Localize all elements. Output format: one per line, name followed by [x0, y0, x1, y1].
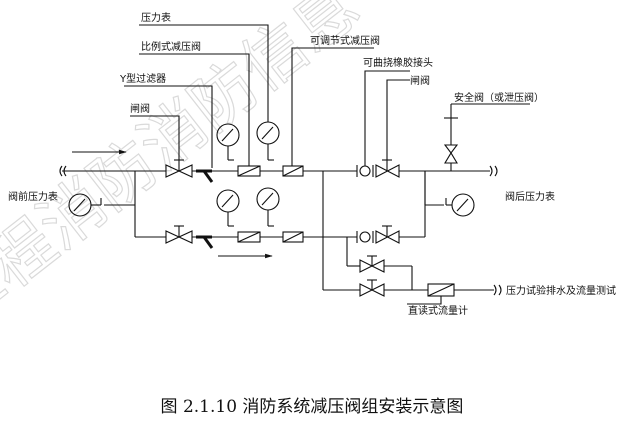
- label-y-strainer: Y型过滤器: [119, 72, 166, 85]
- y-strainer-lower: [196, 235, 214, 249]
- proportional-prv-upper: [237, 165, 261, 177]
- labels: 压力表 比例式减压阀 Y型过滤器 闸阀 可调节式减压阀 可曲挠橡胶接头 闸阀 安…: [8, 11, 616, 317]
- label-test-drain: 压力试验排水及流量测试: [506, 284, 616, 297]
- flowmeter-icon: [427, 283, 455, 297]
- adjustable-prv-upper: [282, 165, 304, 177]
- leader-lines: [124, 24, 530, 305]
- y-strainer-upper: [196, 169, 214, 183]
- label-gauge: 压力表: [141, 11, 171, 24]
- label-adjustable-prv: 可调节式减压阀: [310, 34, 380, 47]
- label-inlet-gauge: 阀前压力表: [8, 190, 58, 203]
- label-flex-joint: 可曲挠橡胶接头: [363, 56, 433, 69]
- flow-arrows: [72, 149, 273, 259]
- adjustable-prv-lower: [282, 231, 304, 243]
- label-safety-valve: 安全阀（或泄压阀）: [454, 91, 544, 104]
- label-gate-valve-left: 闸阀: [130, 102, 150, 115]
- label-flowmeter: 直读式流量计: [408, 304, 468, 317]
- gate-valve-upper-right: [375, 159, 400, 178]
- flex-joint-upper: [356, 165, 374, 177]
- pipe-network: [59, 165, 502, 296]
- proportional-prv-lower: [237, 231, 261, 243]
- label-gate-valve-right: 闸阀: [410, 74, 430, 87]
- flex-joint-lower: [356, 231, 374, 243]
- safety-valve-icon: [443, 117, 459, 171]
- label-outlet-gauge: 阀后压力表: [505, 190, 555, 203]
- drain-valve-upper: [359, 255, 385, 273]
- gate-valve-lower-right: [375, 225, 400, 244]
- drain-valve-lower: [359, 279, 385, 297]
- figure-caption: 图 2.1.10 消防系统减压阀组安装示意图: [161, 397, 464, 417]
- label-proportional-prv: 比例式减压阀: [141, 40, 201, 53]
- pressure-gauge-icon: [68, 121, 475, 227]
- gate-valve-lower-left: [165, 225, 193, 244]
